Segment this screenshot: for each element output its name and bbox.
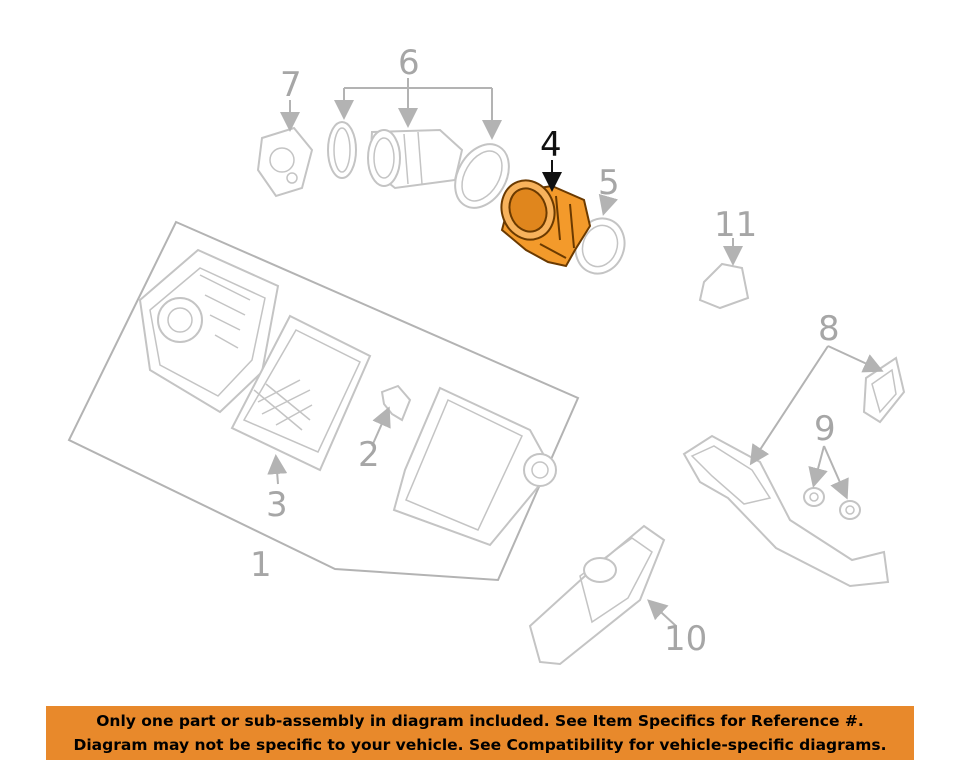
notice-line-2: Diagram may not be specific to your vehi… xyxy=(73,736,887,754)
label-5: 5 xyxy=(598,163,620,203)
part-8-duct xyxy=(682,356,906,588)
part-5-gasket xyxy=(574,217,626,275)
label-7: 7 xyxy=(280,65,302,105)
notice-line-1: Only one part or sub-assembly in diagram… xyxy=(96,712,864,730)
label-9: 9 xyxy=(814,409,836,449)
label-6: 6 xyxy=(398,43,420,83)
label-4: 4 xyxy=(540,125,562,165)
label-3: 3 xyxy=(266,485,288,525)
air-cleaner-assembly xyxy=(67,220,580,582)
parts-diagram: 1 2 3 4 5 6 7 8 9 10 11 xyxy=(67,43,906,666)
part-10-inlet-duct xyxy=(528,524,666,666)
part-7-adapter xyxy=(256,126,314,198)
part-4-highlighted xyxy=(500,179,592,268)
label-1: 1 xyxy=(250,545,272,585)
leader-lines xyxy=(267,78,884,627)
label-8: 8 xyxy=(818,309,840,349)
label-10: 10 xyxy=(664,619,707,659)
label-2: 2 xyxy=(358,435,380,475)
part-6-intake-duct xyxy=(327,121,510,209)
notice-banner: Only one part or sub-assembly in diagram… xyxy=(46,706,914,760)
label-11: 11 xyxy=(714,205,757,245)
part-11-bracket xyxy=(698,262,750,310)
part-9-grommets xyxy=(803,487,861,520)
